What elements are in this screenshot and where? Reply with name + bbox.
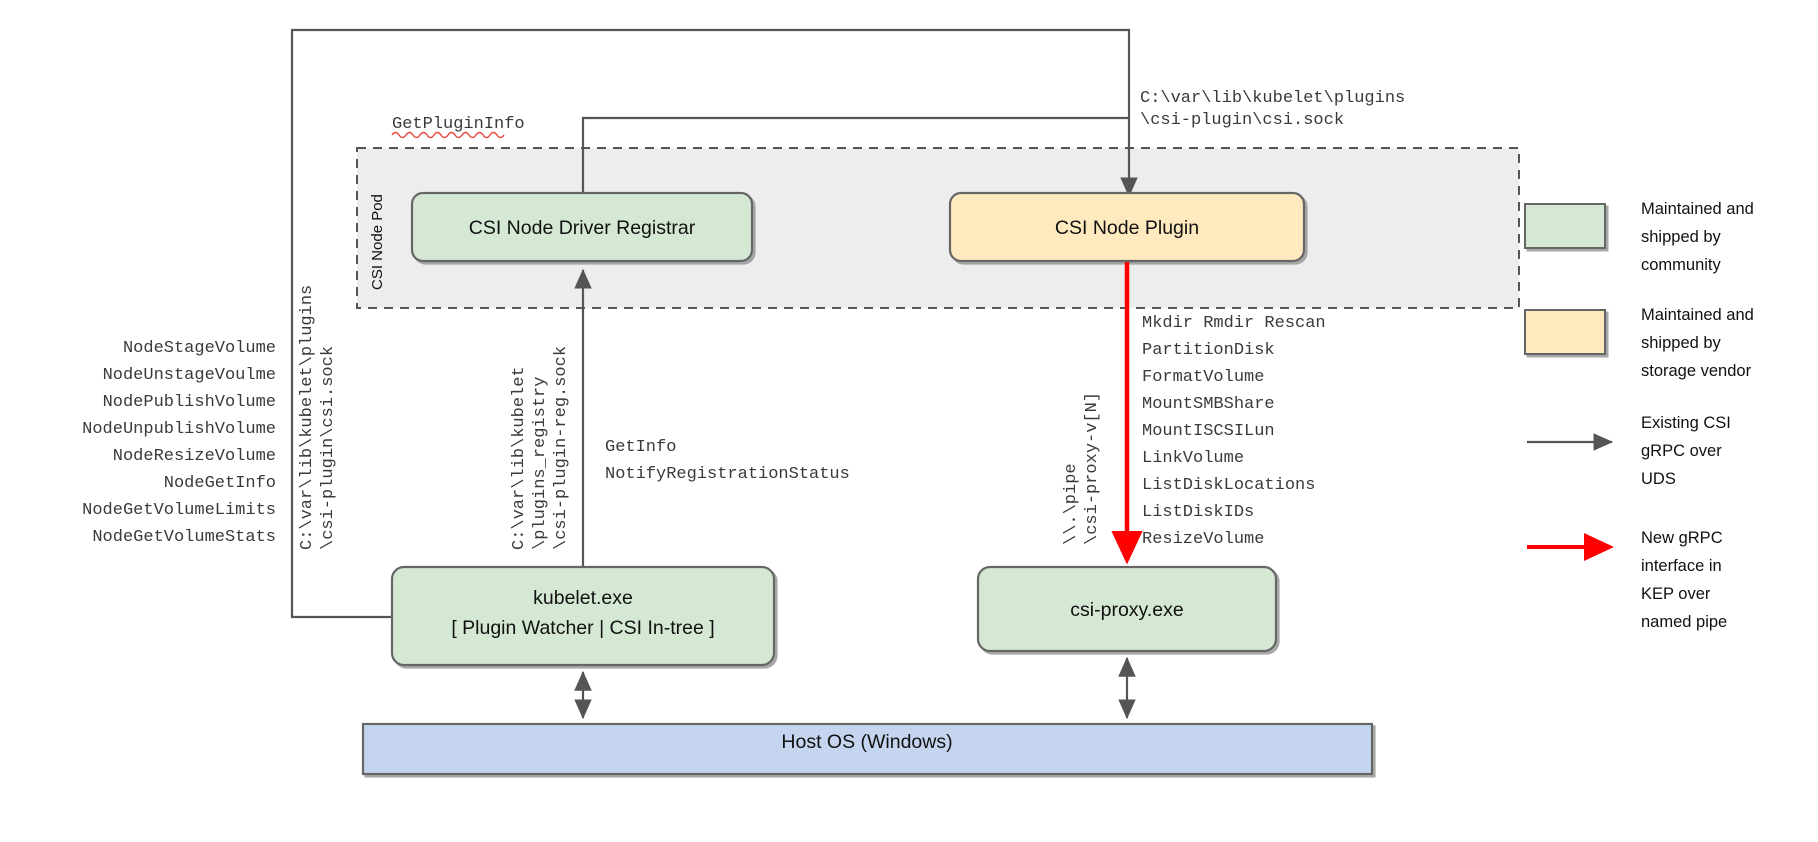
legend-label-vendor-2: storage vendor [1641,362,1752,380]
node-csi-node-plugin[interactable] [948,191,1306,263]
legend-label-existing-1: gRPC over [1641,442,1722,460]
label-registry-socket-line2: \plugins_registry [531,377,550,550]
node-csi-proxy-exe[interactable] [976,565,1278,653]
legend-swatch-storage-vendor [1524,309,1606,355]
edge-registrar-getplugininfo [581,116,1129,196]
legend-item-existing-csi-grpc: Existing CSI gRPC over UDS [1527,414,1731,488]
label-csi-node-pod: CSI Node Pod [369,194,386,290]
label-registry-socket-line3: \csi-plugin-reg.sock [552,346,571,550]
label-proxy-rpc-7: ListDiskIDs [1142,503,1254,522]
node-csi-node-driver-registrar[interactable] [410,191,754,263]
node-label-csi-proxy-exe: csi-proxy.exe [1070,599,1183,621]
label-proxy-rpc-3: MountSMBShare [1142,395,1275,414]
label-node-plugin-socket-line2: \csi-plugin\csi.sock [1140,111,1344,130]
label-registration-rpc-0: GetInfo [605,438,676,457]
label-node-rpc-3: NodeUnpublishVolume [82,420,276,439]
legend: Maintained and shipped by community Main… [1524,200,1754,631]
label-proxy-rpc-8: ResizeVolume [1142,530,1264,549]
label-get-plugin-info: GetPluginInfo [392,115,525,134]
label-kubelet-plugin-socket-line1: C:\var\lib\kubelet\plugins [298,285,317,550]
legend-label-community-2: community [1641,256,1722,274]
label-proxy-rpc-2: FormatVolume [1142,368,1264,387]
label-node-plugin-socket-line1: C:\var\lib\kubelet\plugins [1140,89,1405,108]
label-node-rpc-5: NodeGetInfo [164,474,276,493]
label-node-rpc-2: NodePublishVolume [103,393,276,412]
legend-label-community-0: Maintained and [1641,200,1754,218]
label-node-rpc-7: NodeGetVolumeStats [92,528,276,547]
label-proxy-rpc-6: ListDiskLocations [1142,476,1315,495]
node-label-host-os: Host OS (Windows) [781,731,952,753]
legend-label-new-1: interface in [1641,557,1722,575]
legend-item-new-grpc-kep: New gRPC interface in KEP over named pip… [1527,529,1727,631]
node-label-csi-node-plugin: CSI Node Plugin [1055,217,1199,239]
node-kubelet-exe[interactable] [390,565,776,667]
legend-item-storage-vendor: Maintained and shipped by storage vendor [1524,306,1754,380]
legend-swatch-community [1524,203,1606,249]
label-node-rpc-1: NodeUnstageVoulme [103,366,276,385]
legend-label-community-1: shipped by [1641,228,1722,246]
label-node-rpc-4: NodeResizeVolume [113,447,276,466]
node-label-kubelet-exe: kubelet.exe [533,587,633,609]
label-kubelet-plugin-socket-line2: \csi-plugin\csi.sock [319,346,338,550]
label-node-rpc-0: NodeStageVolume [123,339,276,358]
legend-label-new-0: New gRPC [1641,529,1723,547]
csi-node-pod-container [356,147,1520,309]
legend-label-vendor-0: Maintained and [1641,306,1754,324]
label-proxy-rpc-5: LinkVolume [1142,449,1244,468]
legend-item-community: Maintained and shipped by community [1524,200,1754,274]
label-node-rpc-6: NodeGetVolumeLimits [82,501,276,520]
legend-label-new-2: KEP over [1641,585,1711,603]
spellcheck-squiggle [391,131,505,139]
legend-label-vendor-1: shipped by [1641,334,1722,352]
legend-label-new-3: named pipe [1641,613,1727,631]
label-named-pipe-line1: \\.\pipe [1062,463,1081,545]
node-sublabel-kubelet-exe: [ Plugin Watcher | CSI In-tree ] [451,617,714,639]
label-proxy-rpc-1: PartitionDisk [1142,341,1275,360]
label-named-pipe-line2: \csi-proxy-v[N] [1083,392,1102,545]
node-label-csi-node-driver-registrar: CSI Node Driver Registrar [469,217,696,239]
label-registration-rpc-1: NotifyRegistrationStatus [605,465,850,484]
node-host-os[interactable] [361,722,1374,776]
edge-kubelet-to-node-plugin [290,28,1138,619]
label-proxy-rpc-0: Mkdir Rmdir Rescan [1142,314,1326,333]
label-proxy-rpc-4: MountISCSILun [1142,422,1275,441]
legend-label-existing-2: UDS [1641,470,1676,488]
legend-label-existing-0: Existing CSI [1641,414,1731,432]
label-registry-socket-line1: C:\var\lib\kubelet [510,366,529,550]
